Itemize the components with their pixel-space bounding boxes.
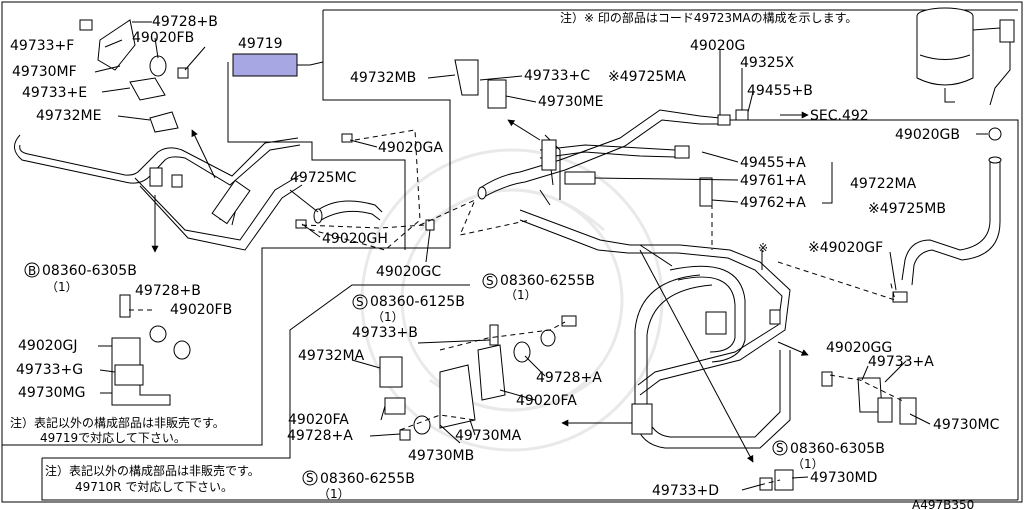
big-loop-hose: [631, 265, 791, 449]
part-label-49762A[interactable]: 49762+A: [740, 195, 806, 211]
leader-lines: [94, 21, 988, 491]
part-label-49020GC[interactable]: 49020GC: [376, 264, 441, 280]
part-label-49730ME[interactable]: 49730ME: [538, 94, 603, 110]
part-label-49725MA[interactable]: ※49725MA: [608, 69, 686, 85]
part-label-49020GG[interactable]: 49020GG: [826, 340, 892, 356]
bolt-symbol-s: S: [306, 471, 314, 485]
bolt-symbol-s: S: [486, 274, 494, 288]
note-left-line-1: 注）表記以外の構成部品は非販売です。: [10, 415, 225, 430]
part-label-49732ME[interactable]: 49732ME: [36, 108, 101, 124]
right-hose-49725MB: [892, 127, 1002, 303]
note-bottom-line-2: 49710R で対応して下さい。: [75, 480, 233, 494]
bolt-qty-left: （1）: [46, 280, 78, 294]
part-label-49728B-2[interactable]: 49728+B: [135, 283, 201, 299]
part-label-49761A[interactable]: 49761+A: [740, 173, 806, 189]
highlighted-part-49719[interactable]: [232, 53, 324, 77]
part-labels: 49719 49733+F 49728+B 49020FB 49730MF 49…: [10, 14, 1000, 501]
part-label-49020FA-right[interactable]: 49020FA: [516, 393, 577, 409]
reservoir-tank-icon: [916, 7, 1015, 106]
part-label-49733E[interactable]: 49733+E: [22, 85, 87, 101]
bolt-qty-bottom: （1）: [318, 487, 350, 501]
watermark-emblem: [360, 148, 664, 452]
part-label-49728A-left[interactable]: 49728+A: [287, 428, 353, 444]
bolt-label-08360-6305B-left[interactable]: 08360-6305B: [42, 263, 137, 279]
part-label-49730MC[interactable]: 49730MC: [933, 417, 1000, 433]
part-label-49728A-right[interactable]: 49728+A: [536, 370, 602, 386]
part-label-49719[interactable]: 49719: [238, 36, 283, 52]
part-label-49730MB[interactable]: 49730MB: [408, 448, 474, 464]
part-label-49730MF[interactable]: 49730MF: [12, 64, 77, 80]
note-top: 注）※ 印の部品はコード49723MAの構成を示します。: [560, 10, 857, 25]
main-pipe-assembly: [477, 109, 791, 396]
part-label-49733G[interactable]: 49733+G: [16, 362, 83, 378]
note-left-line-2: 49719で対応して下さい。: [40, 431, 186, 445]
part-label-49732MA[interactable]: 49732MA: [298, 348, 365, 364]
part-label-49732MB[interactable]: 49732MB: [350, 70, 416, 86]
part-label-49020G[interactable]: 49020G: [690, 38, 745, 54]
part-label-49020FB-top[interactable]: 49020FB: [132, 30, 194, 46]
part-label-49020GB[interactable]: 49020GB: [895, 127, 960, 143]
part-label-49733C[interactable]: 49733+C: [524, 68, 590, 84]
bolt-label-08360-6125B[interactable]: 08360-6125B: [370, 294, 465, 310]
bolt-label-08360-6255B-top[interactable]: 08360-6255B: [500, 273, 595, 289]
small-components: [79, 19, 917, 491]
part-label-49455A[interactable]: 49455+A: [740, 155, 806, 171]
part-label-49725MC[interactable]: 49725MC: [290, 170, 357, 186]
diagram-ref-code: A497B350: [912, 498, 974, 510]
bolt-label-08360-6255B-bottom[interactable]: 08360-6255B: [320, 471, 415, 487]
part-label-49730MD[interactable]: 49730MD: [810, 470, 877, 486]
bolt-label-08360-6305B-right[interactable]: 08360-6305B: [790, 441, 885, 457]
dashed-leaders: [125, 129, 906, 486]
left-hose-assembly: [14, 134, 303, 251]
bolt-qty-top: （1）: [505, 288, 537, 302]
part-label-49325X[interactable]: 49325X: [740, 55, 795, 71]
bolt-symbol-s: S: [356, 295, 364, 309]
bolt-qty-6125: （1）: [372, 310, 404, 324]
part-label-49020FA-left[interactable]: 49020FA: [288, 412, 349, 428]
bolt-symbol-b: B: [28, 264, 36, 278]
asterisk-mark: ※: [758, 241, 768, 255]
bolt-qty-right: （1）: [792, 457, 824, 471]
part-label-49020GH[interactable]: 49020GH: [322, 231, 388, 247]
part-label-49020GJ[interactable]: 49020GJ: [18, 338, 78, 354]
part-label-49725MB[interactable]: ※49725MB: [868, 201, 946, 217]
part-label-49722MA[interactable]: 49722MA: [850, 176, 917, 192]
bolt-symbol-s: S: [776, 441, 784, 455]
part-label-49020GA[interactable]: 49020GA: [378, 140, 443, 156]
center-hose-49725MC: [295, 133, 383, 229]
note-bottom-line-1: 注）表記以外の構成部品は非販売です。: [45, 463, 260, 478]
part-label-49455B[interactable]: 49455+B: [747, 83, 813, 99]
part-label-49020GF[interactable]: ※49020GF: [808, 240, 883, 256]
part-label-49733F[interactable]: 49733+F: [10, 38, 74, 54]
part-label-49733D[interactable]: 49733+D: [652, 483, 719, 499]
part-label-49728B[interactable]: 49728+B: [152, 14, 218, 30]
part-label-49733B[interactable]: 49733+B: [352, 325, 418, 341]
bolt-symbols: B S S S S ※: [24, 241, 788, 486]
part-label-49730MA[interactable]: 49730MA: [455, 428, 522, 444]
section-ref-sec492[interactable]: SEC.492: [810, 108, 869, 124]
direction-arrows: [151, 111, 809, 463]
part-label-49020FB-2[interactable]: 49020FB: [170, 302, 232, 318]
part-label-49733A[interactable]: 49733+A: [868, 354, 934, 370]
part-label-49730MG[interactable]: 49730MG: [18, 385, 85, 401]
